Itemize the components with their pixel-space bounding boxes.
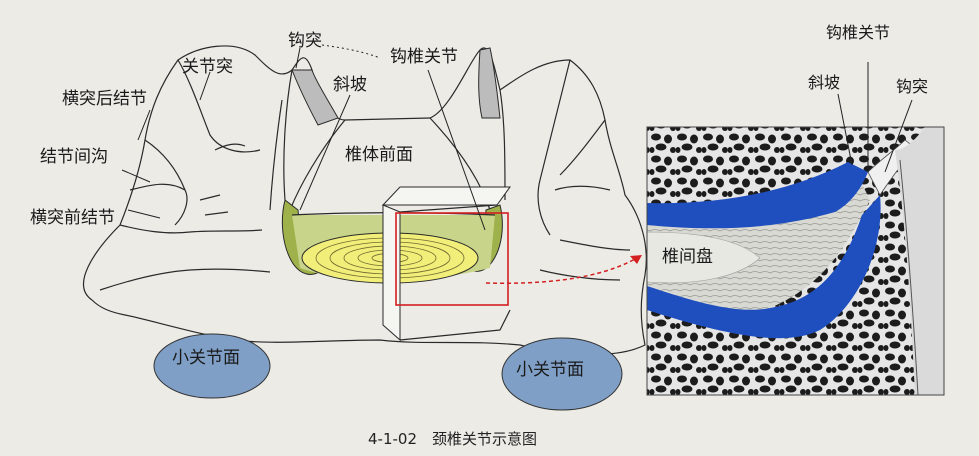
label-goutu-left: 钩突 xyxy=(288,31,322,51)
label-gouzhuiguanjie-left: 钩椎关节 xyxy=(390,47,458,67)
label-xiepo-right: 斜坡 xyxy=(808,73,840,92)
micro-section xyxy=(647,127,944,395)
highlight-box xyxy=(395,212,509,306)
label-gouzhuiguanjie-right: 钩椎关节 xyxy=(826,23,890,42)
leader-lines-right xyxy=(837,62,913,173)
label-guanjietu: 关节突 xyxy=(182,57,233,77)
label-jiejiejiangou: 结节间沟 xyxy=(40,147,108,167)
facet-right xyxy=(501,337,623,411)
figure-caption: 4-1-02 颈椎关节示意图 xyxy=(368,430,537,448)
label-hengtuqianjiejie: 横突前结节 xyxy=(30,208,115,228)
label-zhuitiqianmian: 椎体前面 xyxy=(345,145,413,165)
label-facet-right: 小关节面 xyxy=(516,360,584,380)
vertebra-drawing xyxy=(82,45,647,411)
label-zhuijianpan: 椎间盘 xyxy=(662,247,713,267)
facet-left xyxy=(153,333,271,399)
vertebra-outline xyxy=(82,45,647,356)
label-goutu-right: 钩突 xyxy=(896,77,928,96)
label-facet-left: 小关节面 xyxy=(172,348,240,368)
zoom-arrow xyxy=(485,254,643,284)
leader-lines-left xyxy=(121,44,486,231)
label-hengtuhoujiejie: 横突后结节 xyxy=(62,89,147,109)
label-xiepo-left: 斜坡 xyxy=(333,75,367,95)
